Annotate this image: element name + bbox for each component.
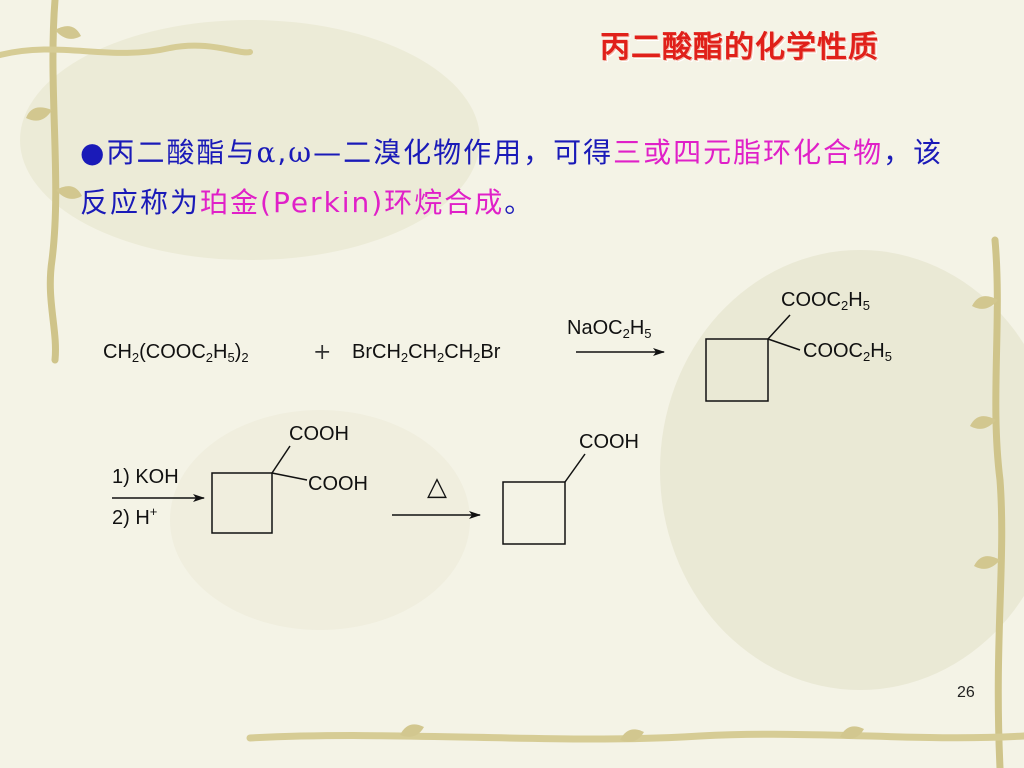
- cyclobutane-ring-3: [502, 481, 566, 545]
- reagent-sodium-ethoxide: NaOC2H5: [567, 317, 652, 341]
- intro-end: 。: [504, 186, 535, 219]
- top-vine: [0, 42, 253, 58]
- omega-symbol: ω: [288, 136, 314, 169]
- left-leaf-1: [55, 26, 81, 39]
- reagent-acid: 2) H+: [112, 504, 158, 529]
- right-leaf-3: [974, 556, 1000, 569]
- heat-symbol: △: [427, 472, 447, 502]
- bond-to-ester-upper: [767, 314, 791, 340]
- intro-text-3: ，该反应称为: [80, 136, 944, 219]
- left-leaf-2: [26, 107, 52, 121]
- bottom-vine: [246, 730, 1024, 743]
- plus-sign: +: [313, 340, 332, 365]
- intro-paragraph: ●丙二酸酯与α,ω—二溴化物作用，可得三或四元脂环化合物，该反应称为珀金(Per…: [80, 128, 960, 228]
- bond-to-ester-lower: [767, 338, 801, 351]
- right-leaf-2: [970, 416, 996, 429]
- right-vine: [991, 236, 1006, 768]
- product-ester-upper: COOC2H5: [781, 289, 870, 313]
- bottom-leaf-3: [840, 726, 864, 739]
- diacid-cooh-lower: COOH: [308, 473, 368, 495]
- intro-text-2: —二溴化物作用，可得: [313, 136, 614, 169]
- bond-to-cooh-final: [564, 453, 586, 483]
- intro-highlight-1: 三或四元脂环化合物: [613, 136, 884, 169]
- reactant-dibromopropane: BrCH2CH2CH2Br: [352, 341, 501, 365]
- bottom-leaf-1: [400, 724, 424, 737]
- intro-comma: ,: [277, 136, 289, 169]
- faint-flower-left: [170, 410, 470, 630]
- bond-to-cooh-lower: [271, 472, 308, 481]
- product-ester-lower: COOC2H5: [803, 340, 892, 364]
- cyclobutane-ring-2: [211, 472, 273, 534]
- bottom-leaf-2: [620, 729, 644, 742]
- diacid-cooh-upper: COOH: [289, 423, 349, 445]
- intro-text-1: 丙二酸酯与: [106, 136, 257, 169]
- page-number: 26: [957, 684, 975, 701]
- alpha-symbol: α: [256, 136, 278, 169]
- final-cooh: COOH: [579, 431, 639, 453]
- bond-to-cooh-upper: [271, 445, 291, 474]
- bullet-dot: ●: [80, 136, 107, 169]
- reagent-koh: 1) KOH: [112, 466, 179, 488]
- left-leaf-3: [56, 186, 82, 199]
- slide-title: 丙二酸酯的化学性质: [600, 30, 879, 65]
- cyclobutane-ring-1: [705, 338, 769, 402]
- faint-flower-right: [660, 250, 1024, 690]
- left-vine: [46, 0, 60, 364]
- faint-flower-top: [20, 20, 480, 260]
- right-leaf-1: [972, 296, 998, 309]
- reactant-diethyl-malonate: CH2(COOC2H5)2: [103, 341, 249, 365]
- intro-highlight-2: 珀金(Perkin)环烷合成: [200, 186, 505, 219]
